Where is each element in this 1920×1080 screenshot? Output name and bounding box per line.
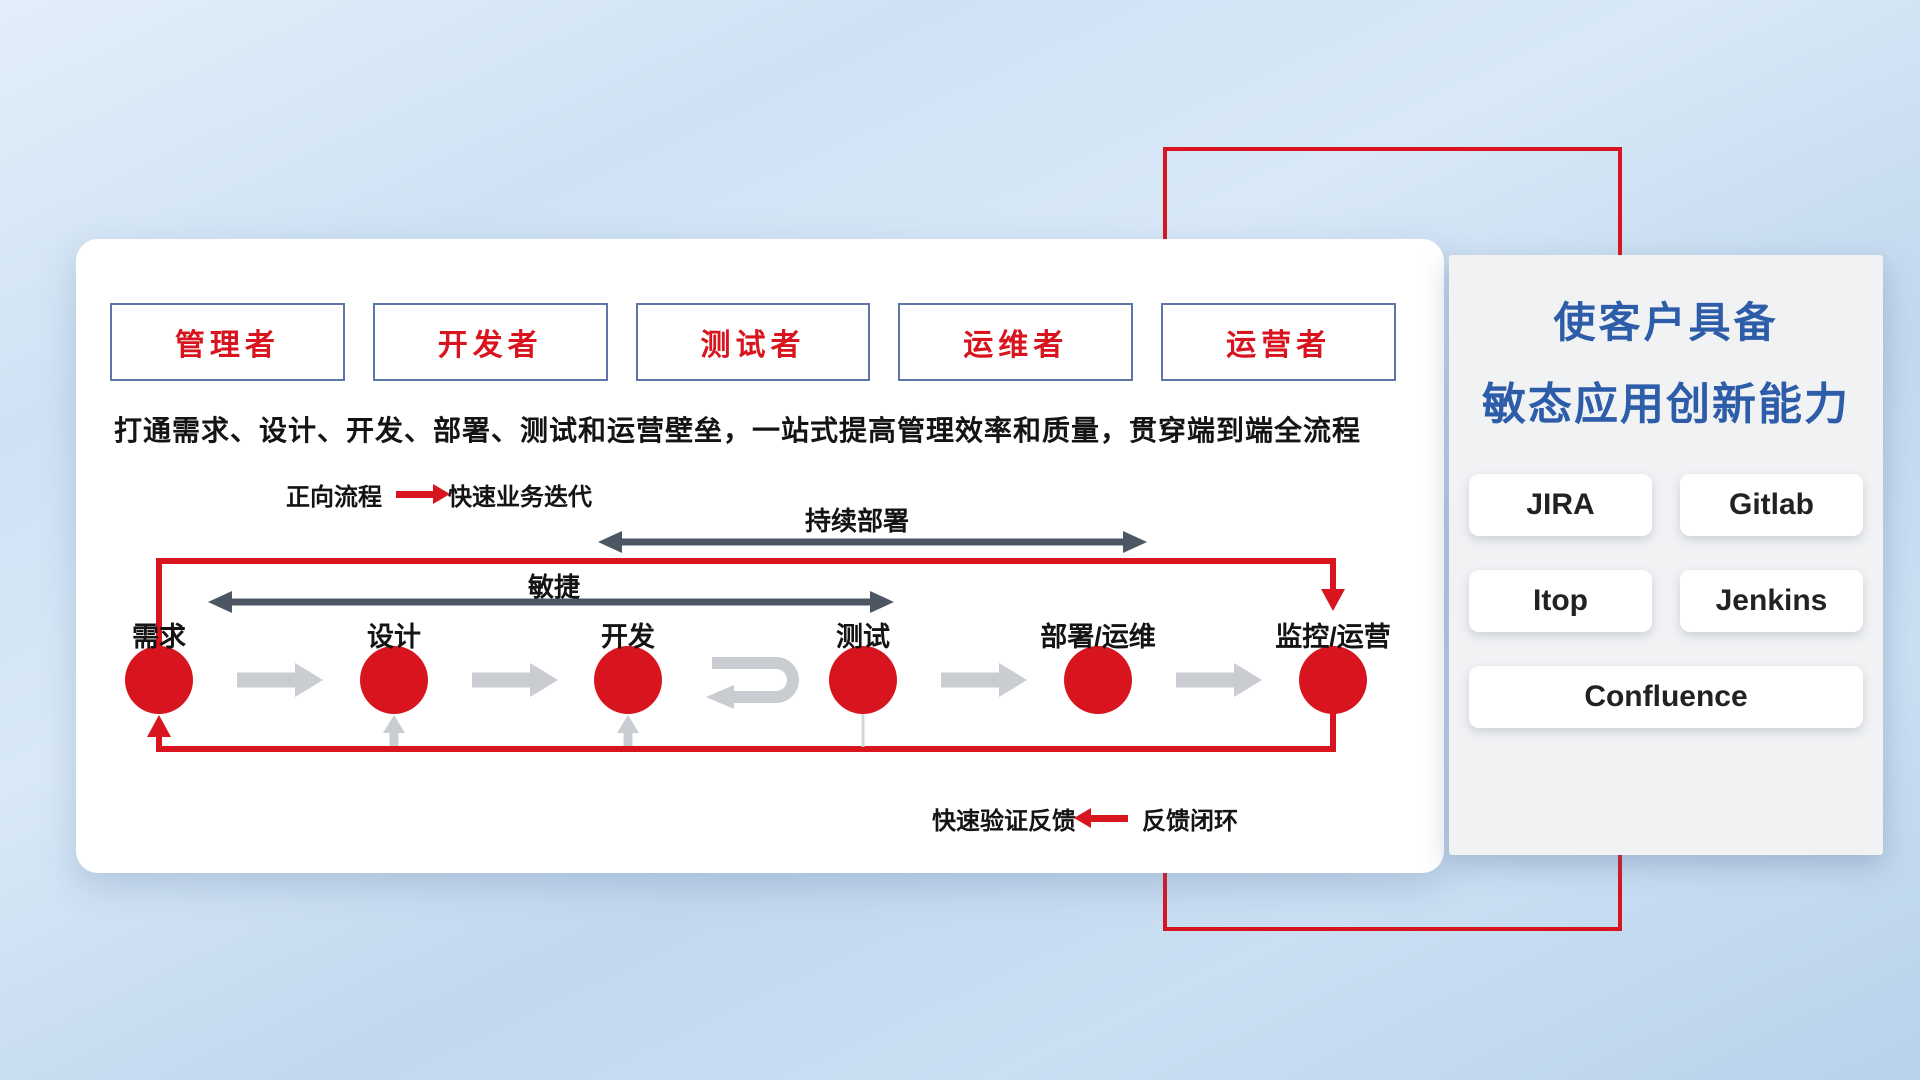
forward-arrow-icon bbox=[396, 484, 450, 504]
legend-feedback-label: 快速验证反馈 bbox=[932, 808, 1076, 835]
role-label: 测试者 bbox=[700, 329, 806, 362]
agile-label: 敏捷 bbox=[527, 572, 581, 602]
panel-title-line2: 敏态应用创新能力 bbox=[1482, 380, 1850, 429]
capability-panel: 使客户具备 敏态应用创新能力 JIRA Gitlab Itop Jenkins … bbox=[1449, 255, 1883, 855]
stage-label-deploy-ops: 部署/运维 bbox=[1040, 622, 1156, 652]
roles-row: 管理者 开发者 测试者 运维者 运营者 bbox=[110, 303, 1396, 381]
continuous-deploy-arrow bbox=[598, 531, 1147, 553]
forward-loop-line bbox=[156, 558, 1345, 659]
tool-chip-jenkins: Jenkins bbox=[1680, 570, 1863, 632]
stage-label-monitor: 监控/运营 bbox=[1275, 622, 1391, 652]
role-box-operator: 运营者 bbox=[1161, 303, 1396, 381]
stage-circle-requirements bbox=[125, 646, 193, 714]
role-box-manager: 管理者 bbox=[110, 303, 345, 381]
stage-circles bbox=[125, 646, 1367, 714]
legend-forward: 正向流程 快速业务迭代 bbox=[286, 477, 592, 512]
tool-chip-jira: JIRA bbox=[1469, 474, 1652, 536]
step-arrows bbox=[237, 663, 1262, 697]
stage-label-test: 测试 bbox=[836, 622, 890, 652]
stage-label-develop: 开发 bbox=[601, 622, 655, 652]
tool-chip-itop: Itop bbox=[1469, 570, 1652, 632]
legend-feedback-desc: 反馈闭环 bbox=[1142, 808, 1238, 835]
flow-subtitle: 打通需求、设计、开发、部署、测试和运营壁垒，一站式提高管理效率和质量，贯穿端到端… bbox=[114, 415, 1362, 446]
role-label: 开发者 bbox=[437, 329, 543, 362]
stage-circle-test bbox=[829, 646, 897, 714]
continuous-deploy-label: 持续部署 bbox=[804, 506, 910, 536]
devops-flow-card: 管理者 开发者 测试者 运维者 运营者 打通需求、设计、开发、部署、测试和运营壁… bbox=[76, 239, 1444, 873]
stage-circle-monitor bbox=[1299, 646, 1367, 714]
stage-circle-develop bbox=[594, 646, 662, 714]
role-box-developer: 开发者 bbox=[372, 303, 608, 381]
stage-label-requirements: 需求 bbox=[132, 622, 186, 652]
role-box-tester: 测试者 bbox=[635, 303, 871, 381]
role-label: 运维者 bbox=[963, 329, 1069, 362]
role-label: 运营者 bbox=[1226, 329, 1332, 362]
legend-forward-label: 正向流程 bbox=[286, 484, 382, 511]
stage-circle-deploy-ops bbox=[1064, 646, 1132, 714]
panel-title-line1: 使客户具备 bbox=[1553, 299, 1779, 346]
role-box-ops: 运维者 bbox=[898, 303, 1134, 381]
tool-chip-confluence: Confluence bbox=[1469, 666, 1863, 728]
stage-circle-design bbox=[360, 646, 428, 714]
feedback-connectors bbox=[383, 714, 865, 747]
tools-grid: JIRA Gitlab Itop Jenkins Confluence bbox=[1469, 474, 1863, 728]
feedback-loop-line bbox=[147, 707, 1336, 752]
feedback-arrow-icon bbox=[1074, 808, 1128, 828]
legend-forward-desc: 快速业务迭代 bbox=[448, 484, 592, 511]
flow-diagram-graphics bbox=[125, 531, 1367, 752]
panel-title: 使客户具备 敏态应用创新能力 bbox=[1449, 289, 1883, 432]
tool-chip-gitlab: Gitlab bbox=[1680, 474, 1863, 536]
legend-feedback: 快速验证反馈 反馈闭环 bbox=[932, 801, 1238, 836]
role-label: 管理者 bbox=[174, 329, 280, 362]
iteration-uturn-icon bbox=[706, 657, 799, 709]
agile-arrow bbox=[208, 591, 894, 613]
stage-label-design: 设计 bbox=[367, 622, 421, 652]
